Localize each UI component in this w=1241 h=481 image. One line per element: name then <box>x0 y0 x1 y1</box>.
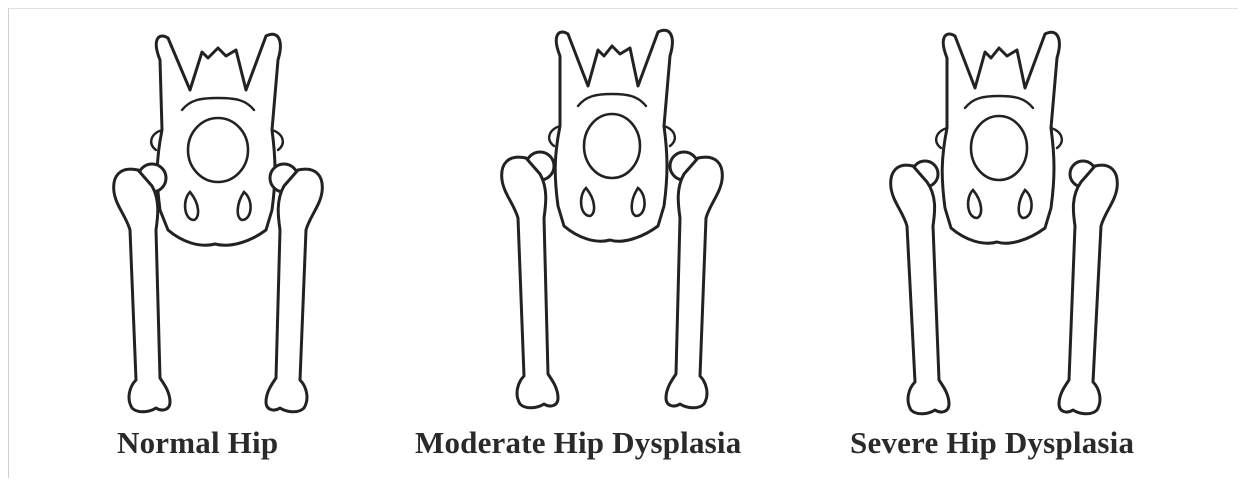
pelvis-icon <box>936 32 1062 243</box>
moderate-hip-dysplasia-illustration <box>480 20 740 420</box>
severe-hip-svg <box>875 20 1135 420</box>
caption-severe-hip-dysplasia: Severe Hip Dysplasia <box>850 425 1134 461</box>
caption-moderate-hip-dysplasia: Moderate Hip Dysplasia <box>415 425 741 461</box>
severe-hip-dysplasia-illustration <box>875 20 1135 420</box>
right-femur-icon <box>1059 161 1117 414</box>
pelvis-icon <box>151 34 283 245</box>
moderate-hip-svg <box>480 20 740 420</box>
right-femur-icon <box>666 152 722 408</box>
normal-hip-svg <box>90 20 350 420</box>
caption-normal-hip: Normal Hip <box>117 425 278 461</box>
pelvis-icon <box>549 30 675 241</box>
left-femur-icon <box>502 152 558 408</box>
normal-hip-illustration <box>90 20 350 420</box>
left-femur-icon <box>891 161 949 414</box>
